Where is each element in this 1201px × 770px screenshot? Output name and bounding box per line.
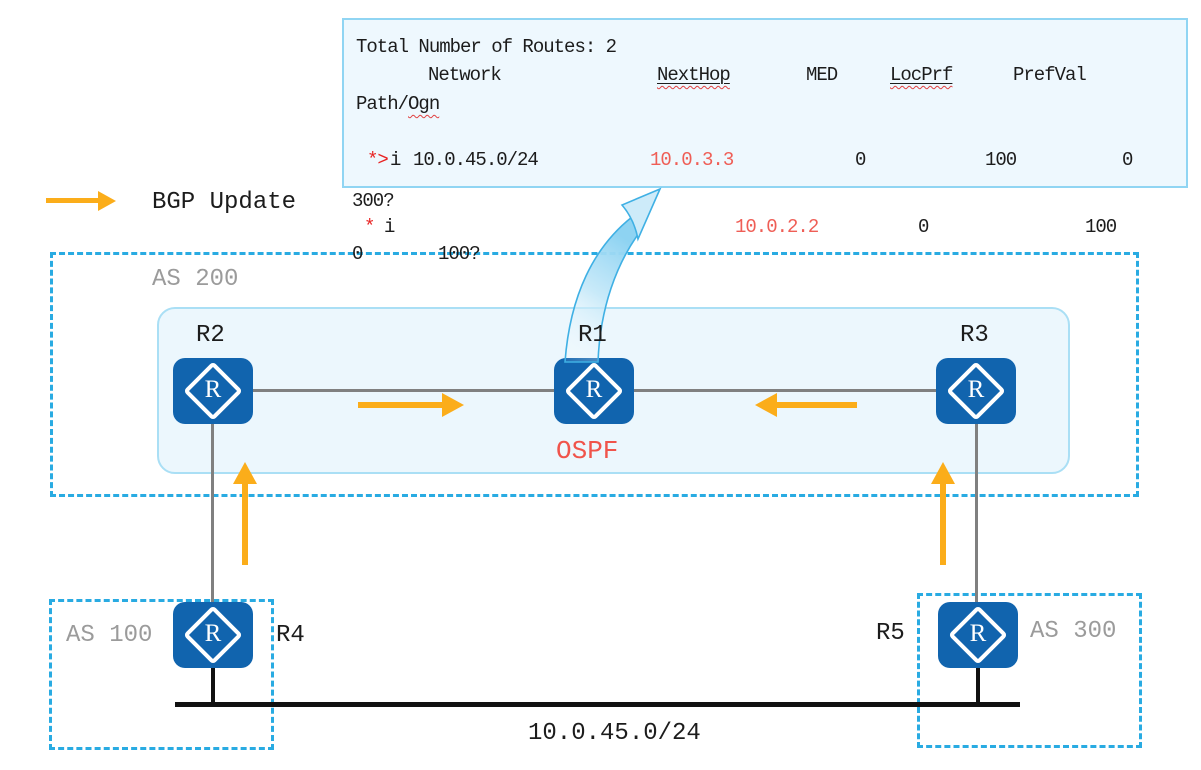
legend-arrow-icon xyxy=(98,190,116,211)
router-r1-label: R1 xyxy=(578,322,607,349)
router-r-glyph: R xyxy=(585,375,603,403)
route1-network: 10.0.45.0/24 xyxy=(413,149,539,171)
route2-flag-i: i xyxy=(384,216,395,238)
router-r3-label: R3 xyxy=(960,322,989,349)
route2-path-wrapped: 100? xyxy=(438,243,481,265)
route1-prefval: 0 xyxy=(1122,149,1133,171)
stub-r4-bus xyxy=(211,668,215,704)
route1-nexthop: 10.0.3.3 xyxy=(650,149,734,171)
bgp-arrow-r5-to-r3-shaft xyxy=(940,484,946,565)
route2-prefval-wrapped: 0 xyxy=(352,243,363,265)
bgp-arrow-r2-to-r1-icon xyxy=(442,393,464,417)
route2-flag: * xyxy=(364,216,375,238)
route1-locprf: 100 xyxy=(985,149,1017,171)
bgp-arrow-r3-to-r1-icon xyxy=(755,393,777,417)
subnet-label: 10.0.45.0/24 xyxy=(528,720,701,747)
route1-path-wrapped: 300? xyxy=(352,190,395,212)
route-table-title: Total Number of Routes: 2 xyxy=(356,36,617,58)
column-header-med: MED xyxy=(806,64,838,86)
router-r1: R xyxy=(554,358,634,424)
as200-boundary xyxy=(50,252,1139,497)
router-r4-label: R4 xyxy=(276,622,305,649)
bgp-arrow-r5-to-r3-icon xyxy=(931,462,955,484)
bgp-arrow-r4-to-r2-icon xyxy=(233,462,257,484)
router-r-glyph: R xyxy=(967,375,985,403)
ospf-label: OSPF xyxy=(556,436,619,466)
router-r-glyph: R xyxy=(969,619,987,647)
legend-arrow-shaft xyxy=(46,198,98,203)
as300-boundary xyxy=(917,593,1142,748)
router-r4: R xyxy=(173,602,253,668)
as200-label: AS 200 xyxy=(152,266,239,293)
legend-label: BGP Update xyxy=(152,189,297,216)
route1-flag-i: i xyxy=(390,149,401,171)
link-r3-r5 xyxy=(975,424,978,602)
bgp-arrow-r2-to-r1-shaft xyxy=(358,402,442,408)
router-r3: R xyxy=(936,358,1016,424)
as100-label: AS 100 xyxy=(66,622,153,649)
route-table-callout-box xyxy=(342,18,1188,188)
route1-flag: *> xyxy=(367,149,389,171)
curved-callout-arrow xyxy=(564,187,662,363)
router-r-glyph: R xyxy=(204,619,222,647)
router-r5-label: R5 xyxy=(876,620,905,647)
router-r5: R xyxy=(938,602,1018,668)
link-r2-r4 xyxy=(211,424,214,602)
as100-boundary xyxy=(49,599,274,750)
column-header-network: Network xyxy=(428,64,502,86)
bgp-arrow-r4-to-r2-shaft xyxy=(242,484,248,565)
route2-nexthop: 10.0.2.2 xyxy=(735,216,819,238)
stub-r5-bus xyxy=(976,668,980,704)
column-header-locprf: LocPrf xyxy=(890,64,953,86)
router-r2: R xyxy=(173,358,253,424)
link-r2-r1 xyxy=(253,389,554,392)
subnet-bus xyxy=(175,702,1020,707)
route1-med: 0 xyxy=(855,149,866,171)
column-header-path-ogn: Path/Ogn xyxy=(356,93,440,115)
router-r-glyph: R xyxy=(204,375,222,403)
route2-locprf: 100 xyxy=(1085,216,1117,238)
link-r1-r3 xyxy=(634,389,936,392)
router-r2-label: R2 xyxy=(196,322,225,349)
as300-label: AS 300 xyxy=(1030,618,1117,645)
column-header-nexthop: NextHop xyxy=(657,64,731,86)
bgp-arrow-r3-to-r1-shaft xyxy=(777,402,857,408)
column-header-prefval: PrefVal xyxy=(1013,64,1087,86)
route2-med: 0 xyxy=(918,216,929,238)
